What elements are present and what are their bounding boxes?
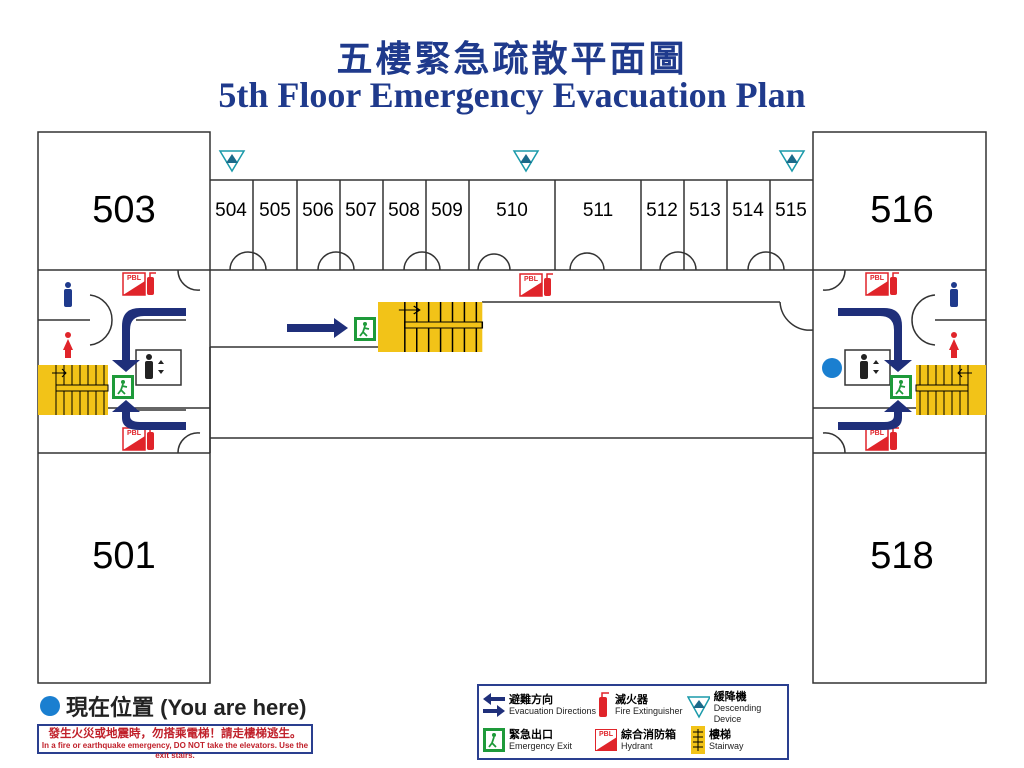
legend-zh: 緊急出口 (509, 728, 553, 741)
legend-zh: 緩降機 (713, 690, 747, 703)
hydrant-icon (122, 427, 146, 451)
elevator-icon (860, 354, 879, 379)
legend-en: Descending Device (713, 703, 762, 724)
you-are-here-dot-icon (40, 696, 60, 716)
female-restroom-icon (63, 332, 73, 358)
room-503: 503 (92, 189, 155, 231)
room-510: 510 (496, 200, 528, 221)
restroom-icons (63, 282, 959, 379)
title-chinese: 五樓緊急疏散平面圖 (336, 38, 688, 80)
hydrant-icon: PBL (595, 729, 617, 751)
legend-en: Evacuation Directions (509, 706, 597, 716)
fire-extinguisher-icon (543, 273, 554, 297)
you-are-here-text: 現在位置 (You are here) (66, 695, 307, 720)
stairway-right (915, 364, 987, 416)
stairway-icon (691, 726, 705, 754)
legend-en: Emergency Exit (509, 741, 573, 751)
fire-extinguisher-icon (146, 427, 157, 451)
legend-zh: 避難方向 (509, 693, 553, 706)
room-504: 504 (215, 200, 247, 221)
emergency-exit-icon (889, 374, 913, 400)
evacuation-arrows (112, 308, 912, 430)
fire-extinguisher-icon (889, 427, 900, 451)
warning-zh: 發生火災或地震時，勿搭乘電梯！請走樓梯逃生。 (48, 726, 302, 740)
stairway-center (377, 301, 484, 353)
legend-zh: 樓梯 (709, 728, 731, 741)
male-restroom-icon (950, 282, 958, 307)
warning-en: In a fire or earthquake emergency, DO NO… (41, 741, 309, 760)
hydrant-icon (865, 272, 889, 296)
elevator-icon (145, 354, 164, 379)
fire-extinguisher-icon (146, 272, 157, 296)
room-514: 514 (732, 200, 764, 221)
room-515: 515 (775, 200, 807, 221)
male-restroom-icon (64, 282, 72, 307)
room-507: 507 (345, 200, 377, 221)
hydrant-label: PBL (599, 731, 614, 738)
fire-extinguisher-icon (889, 272, 900, 296)
descending-device-icon (687, 695, 710, 719)
legend-en: Stairway (709, 741, 744, 751)
descending-device-icon (779, 150, 805, 172)
room-501: 501 (92, 535, 155, 577)
hydrant-icon (865, 427, 889, 451)
hydrant-icon (519, 273, 543, 297)
room-516: 516 (870, 189, 933, 231)
female-restroom-icon (949, 332, 959, 358)
you-are-here-label: 現在位置 (You are here) (40, 690, 306, 722)
fire-extinguisher-icon (599, 692, 609, 717)
title-english: 5th Floor Emergency Evacuation Plan (218, 75, 806, 115)
room-508: 508 (388, 200, 420, 221)
room-513: 513 (689, 200, 721, 221)
descending-device-icon (219, 150, 245, 172)
legend-zh: 滅火器 (615, 693, 648, 706)
hydrant-icon (122, 272, 146, 296)
you-are-here-marker (822, 358, 842, 378)
emergency-exit-icon (111, 374, 135, 400)
room-506: 506 (302, 200, 334, 221)
evacuation-arrows-icon (483, 693, 505, 717)
legend-en: Fire Extinguisher (615, 706, 683, 716)
emergency-exit-icon (353, 316, 377, 342)
emergency-exit-icon (483, 728, 505, 752)
legend-en: Hydrant (621, 741, 653, 751)
elevator-warning: 發生火災或地震時，勿搭乘電梯！請走樓梯逃生。 In a fire or eart… (37, 724, 313, 760)
room-518: 518 (870, 535, 933, 577)
room-509: 509 (431, 200, 463, 221)
descending-device-icon (513, 150, 539, 172)
walls (37, 131, 987, 684)
room-511: 511 (583, 200, 613, 221)
legend-zh: 綜合消防箱 (621, 728, 676, 741)
stairway-left (37, 364, 109, 416)
room-512: 512 (646, 200, 678, 221)
room-505: 505 (259, 200, 291, 221)
